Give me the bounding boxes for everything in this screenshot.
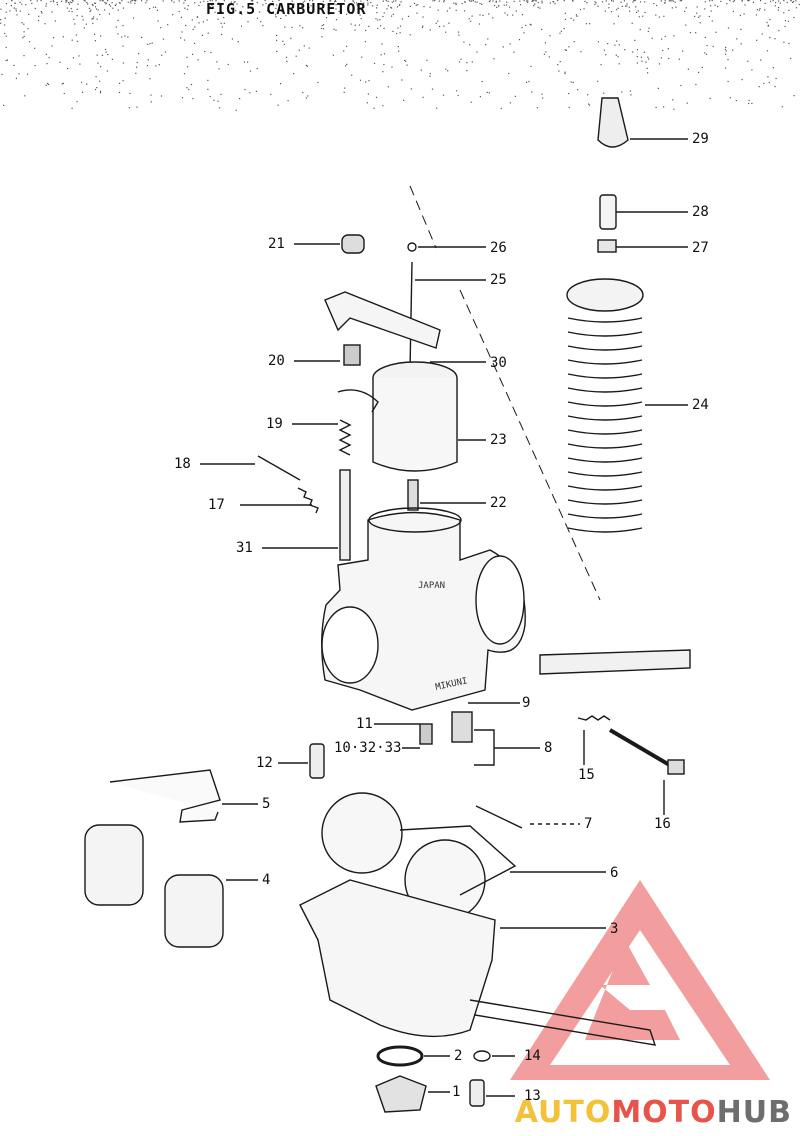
callout-20: 20	[268, 353, 285, 369]
callout-25: 25	[490, 272, 507, 288]
callout-3: 3	[610, 921, 619, 937]
callout-10-32-33: 10·32·33	[334, 740, 402, 756]
part-31-starter-plunger	[262, 469, 351, 561]
part-21-cap	[294, 234, 365, 254]
callout-11: 11	[356, 716, 373, 732]
part-20-lever	[294, 291, 441, 366]
part-18-screw	[200, 455, 301, 481]
callout-17: 17	[208, 497, 225, 513]
header-noise	[0, 0, 800, 111]
part-24-spring	[566, 278, 688, 533]
part-27-nut	[597, 239, 688, 253]
callout-15: 15	[578, 767, 595, 783]
logo-hub: HUB	[716, 1095, 792, 1130]
callout-2: 2	[454, 1048, 463, 1064]
callout-9: 9	[522, 695, 531, 711]
callout-29: 29	[692, 131, 709, 147]
guide-lines	[409, 185, 601, 601]
figure-title: FIG.5 CARBURETOR	[206, 0, 367, 18]
jets-group	[278, 702, 540, 779]
callout-27: 27	[692, 240, 709, 256]
automotohub-logo: AUTOMOTOHUB	[515, 1095, 792, 1130]
callout-8: 8	[544, 740, 553, 756]
parts-15-16	[577, 715, 685, 815]
callout-24: 24	[692, 397, 709, 413]
callout-23: 23	[490, 432, 507, 448]
parts-2-14	[376, 1045, 515, 1067]
part-3-float-bowl	[299, 879, 657, 1046]
callout-22: 22	[490, 495, 507, 511]
part-5-bracket	[109, 769, 258, 823]
part-29-rubber-boot	[597, 97, 688, 148]
callout-6: 6	[610, 865, 619, 881]
carburetor-body	[321, 507, 526, 711]
callout-12: 12	[256, 755, 273, 771]
logo-moto: MOTO	[611, 1095, 717, 1130]
logo-auto: AUTO	[514, 1095, 612, 1130]
part-19-spring	[292, 389, 379, 456]
fuel-hose	[539, 649, 691, 675]
callout-30: 30	[490, 355, 507, 371]
callout-16: 16	[654, 816, 671, 832]
part-23-throttle-slide	[372, 361, 486, 472]
callout-26: 26	[490, 240, 507, 256]
callout-19: 19	[266, 416, 283, 432]
body-marking-japan: JAPAN	[418, 581, 445, 591]
callout-14: 14	[524, 1048, 541, 1064]
callout-13: 13	[524, 1088, 541, 1104]
part-17-spring	[240, 487, 319, 514]
callout-4: 4	[262, 872, 271, 888]
part-4-floats	[84, 824, 258, 948]
callout-5: 5	[262, 796, 271, 812]
callout-7: 7	[584, 816, 593, 832]
parts-1-13	[375, 1075, 515, 1113]
callout-1: 1	[452, 1084, 461, 1100]
callout-28: 28	[692, 204, 709, 220]
callout-31: 31	[236, 540, 253, 556]
callout-18: 18	[174, 456, 191, 472]
part-26-clip	[407, 242, 486, 252]
part-7-pin	[475, 805, 580, 829]
watermark-triangle	[510, 880, 770, 1080]
part-25-needle	[409, 261, 486, 371]
part-22-needle-jet	[407, 479, 486, 511]
callout-21: 21	[268, 236, 285, 252]
part-28-adjuster	[599, 194, 688, 230]
